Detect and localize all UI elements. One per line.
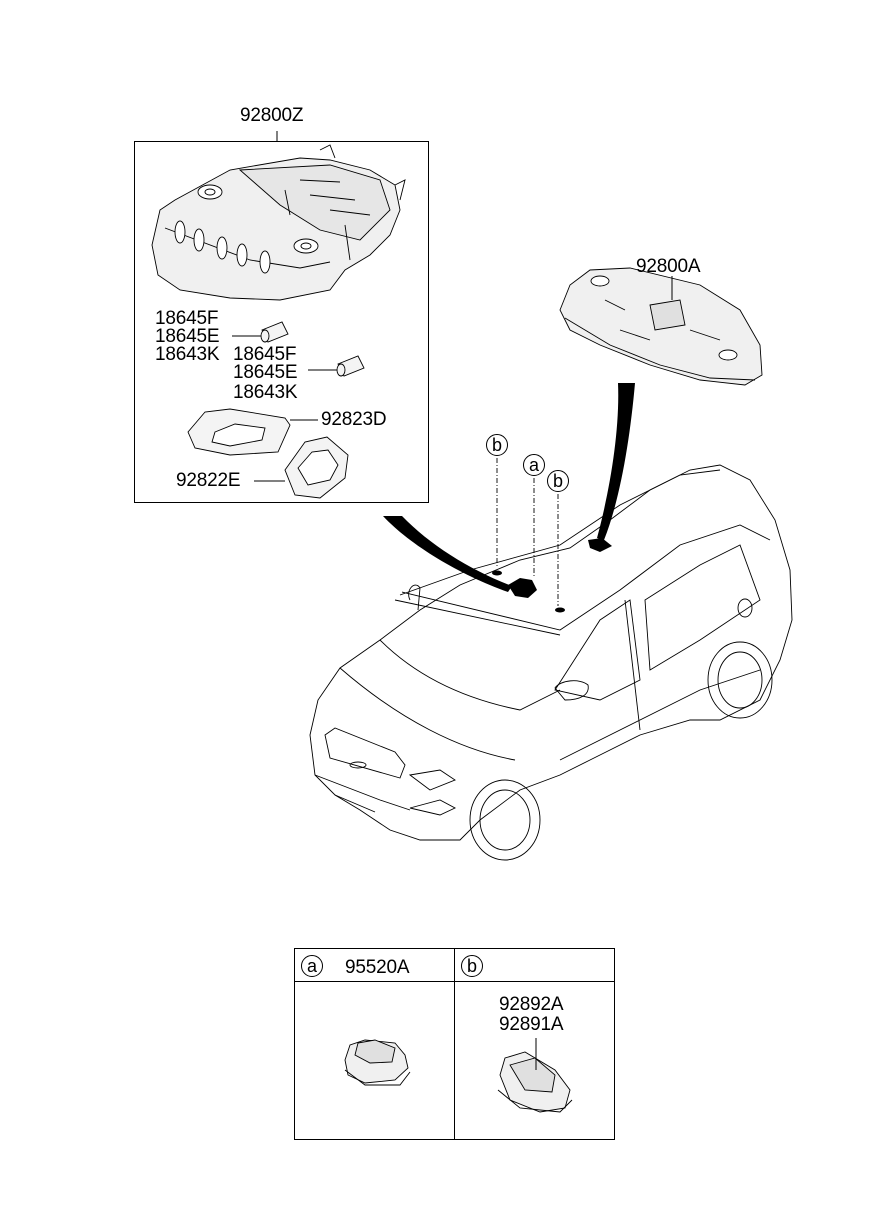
part-label-18643k-2[interactable]: 18643K <box>233 382 298 403</box>
part-label-18645f-1[interactable]: 18645F <box>155 308 219 329</box>
vehicle-illustration <box>309 464 793 861</box>
room-lamp-95520a[interactable] <box>344 1039 411 1086</box>
callout-b-right-text: b <box>552 471 563 491</box>
legend-key-a-text: a <box>306 956 317 976</box>
legend-part-92892a[interactable]: 92892A <box>499 994 564 1015</box>
bezel-92822e[interactable] <box>284 436 349 499</box>
callout-b-left-text: b <box>491 435 502 455</box>
lens-92823d[interactable] <box>187 408 291 456</box>
arrow-right-to-roof <box>597 383 635 540</box>
callout-b-right[interactable]: b <box>547 470 569 492</box>
part-label-92800a[interactable]: 92800A <box>636 256 701 277</box>
arrow-left-to-roof <box>383 516 512 592</box>
part-label-18645f-2[interactable]: 18645F <box>233 344 297 365</box>
part-label-18645e-2[interactable]: 18645E <box>233 362 298 383</box>
callout-b-left[interactable]: b <box>486 434 508 456</box>
part-label-92823d[interactable]: 92823D <box>321 409 387 430</box>
overhead-lamp-92800a[interactable] <box>559 267 763 386</box>
bulb-upper[interactable] <box>260 321 289 343</box>
legend-key-b: b <box>461 955 483 977</box>
overhead-console-92800z[interactable] <box>151 144 406 301</box>
legend-key-b-text: b <box>466 956 477 976</box>
legend-part-92891a[interactable]: 92891A <box>499 1014 564 1035</box>
part-label-18645e-1[interactable]: 18645E <box>155 326 220 347</box>
roof-lamp-location-marks <box>492 538 612 613</box>
part-label-92822e[interactable]: 92822E <box>176 470 241 491</box>
legend-key-a: a <box>301 955 323 977</box>
part-label-92800z[interactable]: 92800Z <box>240 105 304 126</box>
legend-column-divider <box>454 948 455 1140</box>
legend-part-95520a[interactable]: 95520A <box>345 957 410 978</box>
part-label-18643k-1[interactable]: 18643K <box>155 344 220 365</box>
callout-a[interactable]: a <box>523 454 545 476</box>
callout-a-text: a <box>528 455 539 475</box>
assembly-box-92800z <box>134 141 429 503</box>
bulb-lower[interactable] <box>336 355 365 377</box>
vanity-lamp-92892a[interactable] <box>497 1051 573 1113</box>
